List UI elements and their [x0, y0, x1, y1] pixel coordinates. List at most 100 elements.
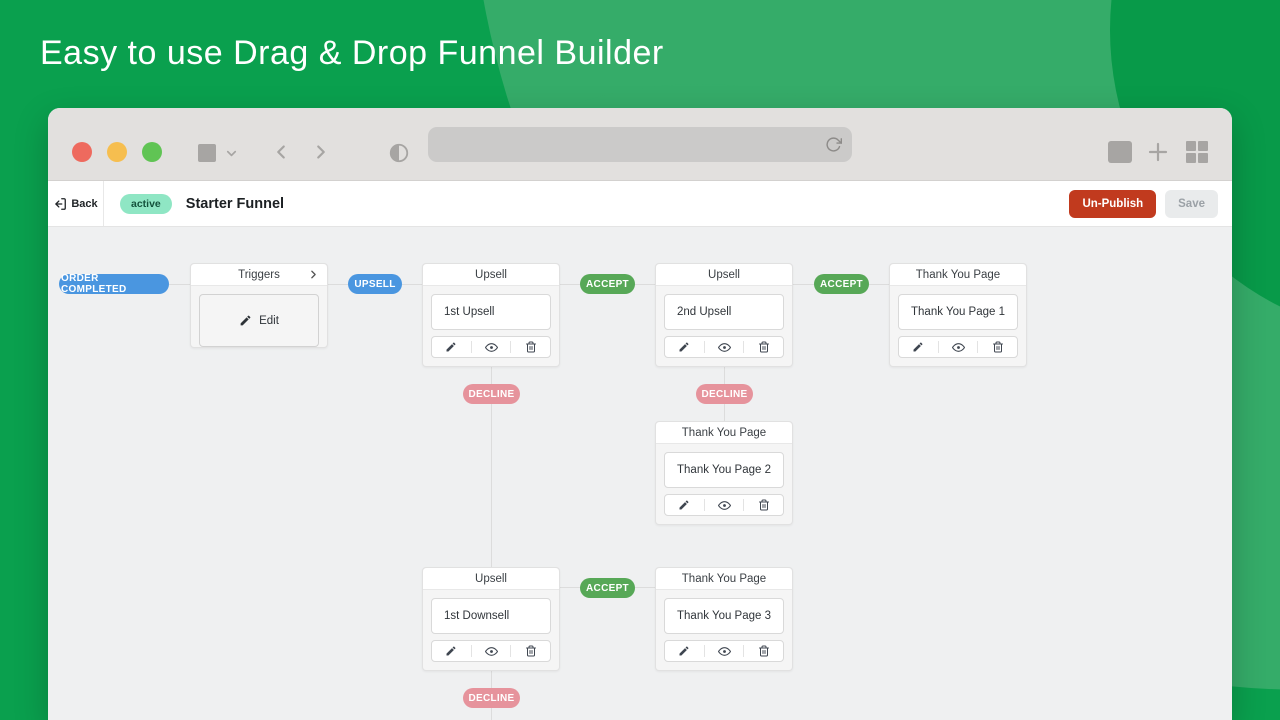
chevron-down-icon[interactable]: [224, 146, 239, 161]
order-completed-pill: ORDER COMPLETED: [59, 273, 169, 295]
zoom-window-button[interactable]: [142, 142, 162, 162]
delete-page-button[interactable]: [511, 641, 550, 661]
page-name-box: 1st Upsell: [431, 294, 551, 330]
url-bar[interactable]: [428, 127, 852, 162]
back-button[interactable]: Back: [48, 181, 104, 226]
preview-page-button[interactable]: [472, 641, 511, 661]
accept-pill: ACCEPT: [580, 274, 635, 294]
unpublish-button[interactable]: Un-Publish: [1069, 189, 1157, 218]
accept-pill: ACCEPT: [580, 578, 635, 598]
triggers-card[interactable]: Triggers Edit: [190, 263, 328, 348]
page-title: Starter Funnel: [185, 195, 285, 212]
back-label: Back: [71, 197, 98, 210]
connector-line: [491, 367, 492, 567]
reload-icon[interactable]: [825, 136, 842, 153]
browser-window: Back active Starter Funnel Un-Publish Sa…: [48, 108, 1232, 720]
edit-page-button[interactable]: [665, 641, 704, 661]
decline-pill: DECLINE: [696, 384, 753, 404]
trash-icon: [525, 645, 536, 657]
trash-icon: [758, 499, 769, 511]
preview-page-button[interactable]: [705, 495, 744, 515]
delete-page-button[interactable]: [744, 641, 783, 661]
eye-icon: [717, 342, 731, 352]
funnel-card-thankyou-3[interactable]: Thank You Page Thank You Page 3: [655, 567, 793, 671]
pencil-icon: [679, 646, 689, 656]
page-name-box: Thank You Page 2: [664, 452, 784, 488]
pencil-icon: [240, 315, 251, 326]
page-name-box: Thank You Page 1: [898, 294, 1018, 330]
funnel-card-upsell-1[interactable]: Upsell 1st Upsell: [422, 263, 560, 367]
decline-pill: DECLINE: [463, 384, 520, 404]
pencil-icon: [446, 646, 456, 656]
eye-icon: [717, 646, 731, 656]
edit-page-button[interactable]: [665, 337, 704, 357]
card-header: Triggers: [191, 264, 327, 286]
tab-overview-icon[interactable]: [1186, 141, 1208, 163]
trash-icon: [525, 341, 536, 353]
delete-page-button[interactable]: [511, 337, 550, 357]
hero-title: Easy to use Drag & Drop Funnel Builder: [40, 34, 664, 72]
card-header: Upsell: [423, 264, 559, 286]
preview-page-button[interactable]: [705, 641, 744, 661]
new-tab-icon[interactable]: [1146, 140, 1170, 164]
card-header: Thank You Page: [656, 568, 792, 590]
minimize-window-button[interactable]: [107, 142, 127, 162]
card-header: Thank You Page: [890, 264, 1026, 286]
page-name-box: 1st Downsell: [431, 598, 551, 634]
card-header: Upsell: [656, 264, 792, 286]
pencil-icon: [679, 500, 689, 510]
card-actions: [431, 336, 551, 358]
chevron-right-icon[interactable]: [307, 268, 320, 281]
preview-page-button[interactable]: [705, 337, 744, 357]
funnel-canvas[interactable]: ORDER COMPLETED UPSELL ACCEPT ACCEPT DEC…: [48, 227, 1232, 720]
browser-back-icon[interactable]: [270, 141, 292, 163]
preview-page-button[interactable]: [939, 337, 978, 357]
card-actions: [664, 494, 784, 516]
browser-forward-icon[interactable]: [310, 141, 332, 163]
funnel-card-thankyou-2[interactable]: Thank You Page Thank You Page 2: [655, 421, 793, 525]
card-actions: [898, 336, 1018, 358]
page-name-box: 2nd Upsell: [664, 294, 784, 330]
back-exit-icon: [55, 197, 67, 210]
status-badge: active: [120, 193, 172, 214]
edit-page-button[interactable]: [432, 337, 471, 357]
close-window-button[interactable]: [72, 142, 92, 162]
edit-page-button[interactable]: [899, 337, 938, 357]
sidebar-toggle-icon[interactable]: [198, 144, 216, 162]
eye-icon: [951, 342, 965, 352]
trash-icon: [758, 341, 769, 353]
delete-page-button[interactable]: [744, 337, 783, 357]
card-header: Thank You Page: [656, 422, 792, 444]
eye-icon: [717, 500, 731, 510]
eye-icon: [484, 342, 498, 352]
card-actions: [664, 336, 784, 358]
card-header-label: Triggers: [238, 268, 280, 281]
save-button[interactable]: Save: [1165, 189, 1218, 218]
browser-chrome: [48, 108, 1232, 181]
eye-icon: [484, 646, 498, 656]
reader-contrast-icon[interactable]: [388, 142, 410, 164]
url-input[interactable]: [438, 137, 825, 152]
upsell-pill: UPSELL: [348, 274, 402, 294]
funnel-card-upsell-2[interactable]: Upsell 2nd Upsell: [655, 263, 793, 367]
share-icon[interactable]: [1108, 141, 1132, 163]
delete-page-button[interactable]: [744, 495, 783, 515]
page-name-box: Thank You Page 3: [664, 598, 784, 634]
trash-icon: [992, 341, 1003, 353]
edit-page-button[interactable]: [665, 495, 704, 515]
pencil-icon: [679, 342, 689, 352]
edit-page-button[interactable]: [432, 641, 471, 661]
delete-page-button[interactable]: [978, 337, 1017, 357]
accept-pill: ACCEPT: [814, 274, 869, 294]
trash-icon: [758, 645, 769, 657]
funnel-card-thankyou-1[interactable]: Thank You Page Thank You Page 1: [889, 263, 1027, 367]
edit-trigger-button[interactable]: Edit: [199, 294, 319, 347]
pencil-icon: [913, 342, 923, 352]
preview-page-button[interactable]: [472, 337, 511, 357]
funnel-card-downsell-1[interactable]: Upsell 1st Downsell: [422, 567, 560, 671]
funnel-toolbar: Back active Starter Funnel Un-Publish Sa…: [48, 181, 1232, 227]
pencil-icon: [446, 342, 456, 352]
card-actions: [431, 640, 551, 662]
card-header: Upsell: [423, 568, 559, 590]
card-actions: [664, 640, 784, 662]
